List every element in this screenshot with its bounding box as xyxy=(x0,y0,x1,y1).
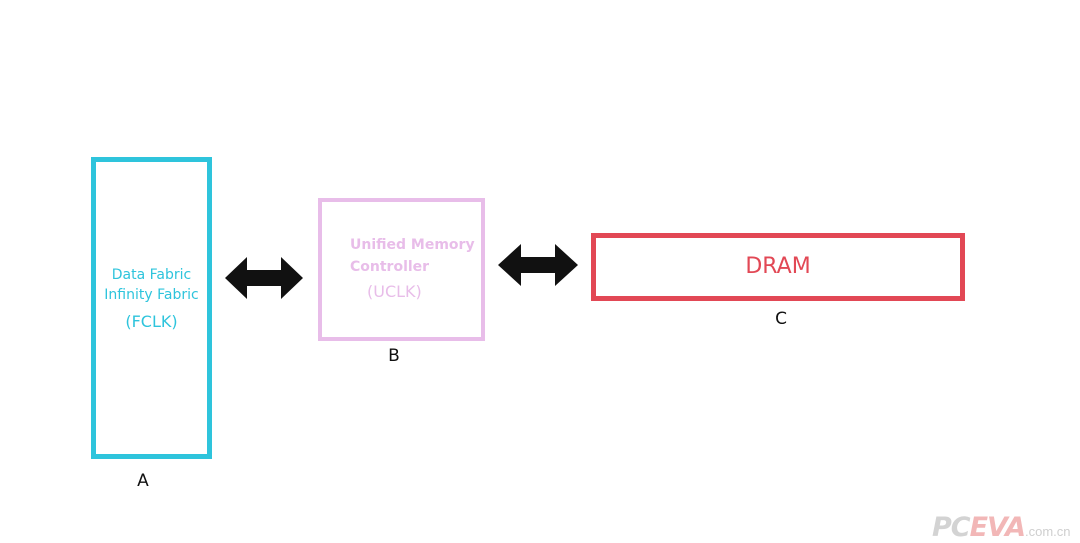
box-b-caption: B xyxy=(388,346,400,366)
fclk-label: (FCLK) xyxy=(125,312,178,331)
controller-label: Controller xyxy=(350,259,430,275)
dram-box: DRAM xyxy=(591,233,965,301)
watermark-pc: PC xyxy=(932,512,971,543)
dram-label: DRAM xyxy=(745,254,811,279)
unified-memory-label: Unified Memory xyxy=(350,237,475,253)
watermark-domain: .com.cn xyxy=(1025,524,1071,539)
box-c-caption: C xyxy=(775,309,787,329)
watermark-eva: EVA xyxy=(969,512,1026,543)
data-fabric-label: Data Fabric xyxy=(111,267,192,283)
unified-memory-controller-box: Unified Memory Controller (UCLK) xyxy=(318,198,485,341)
double-arrow-icon xyxy=(498,244,578,286)
uclk-label: (UCLK) xyxy=(367,282,422,301)
data-fabric-box: Data Fabric Infinity Fabric (FCLK) xyxy=(91,157,212,459)
double-arrow-icon xyxy=(225,257,303,299)
infinity-fabric-label: Infinity Fabric xyxy=(104,287,199,303)
pceva-watermark: PCEVA.com.cn xyxy=(932,512,1071,543)
box-a-caption: A xyxy=(137,471,149,491)
